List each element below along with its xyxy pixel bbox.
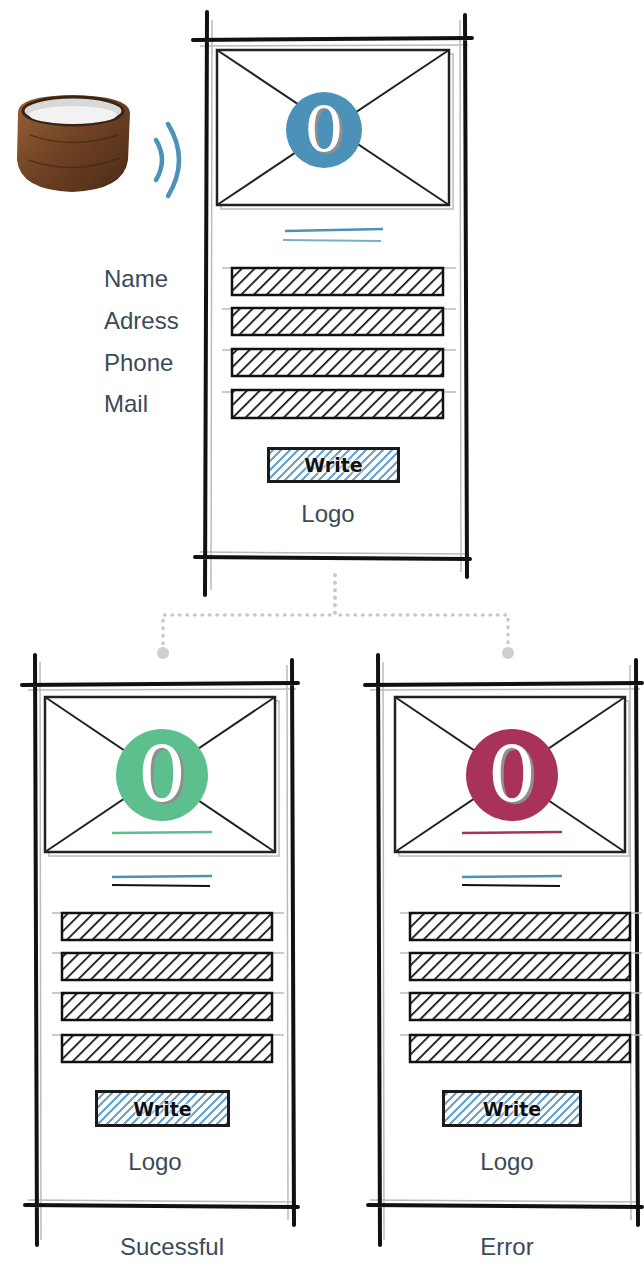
image-cross [395, 697, 625, 852]
image-cross [217, 50, 449, 205]
write-button: Write [267, 447, 400, 483]
field-label: Name [104, 265, 168, 293]
sketch-guide [28, 662, 296, 1240]
input-field [410, 953, 630, 980]
button-label: Write [133, 1098, 191, 1120]
field-label: Adress [104, 307, 179, 335]
logo-text: Logo [457, 1148, 557, 1176]
flow-connector [335, 575, 514, 659]
connector-dot [157, 647, 169, 659]
title-line [285, 229, 383, 231]
sketch-guide [52, 913, 284, 1035]
sketch-guide [400, 913, 642, 1035]
flow-connector [157, 575, 335, 659]
state-caption: Sucessful [92, 1233, 252, 1261]
button-label: Write [304, 454, 362, 476]
input-field [62, 953, 272, 980]
write-button: Write [95, 1090, 230, 1127]
input-field [62, 1035, 272, 1062]
status-line [462, 832, 562, 833]
phone-screen: Logo 0Write [200, 15, 470, 575]
image-placeholder [395, 697, 625, 852]
input-field [232, 390, 443, 418]
ring-inside-light [29, 106, 117, 124]
subtitle-line [112, 885, 210, 886]
field-label: Mail [104, 390, 148, 418]
ring-inside [23, 97, 123, 125]
image-placeholder [45, 697, 275, 852]
input-field [232, 349, 443, 376]
input-field [62, 913, 272, 940]
input-field [410, 913, 630, 940]
subtitle-line [462, 885, 560, 886]
logo-text: Logo [105, 1148, 205, 1176]
image-cross [45, 697, 275, 852]
logo-text: Logo [278, 500, 378, 528]
input-field [410, 993, 630, 1020]
status-circle: 0 [116, 729, 208, 821]
wood-grain [28, 135, 120, 168]
nfc-waves [156, 124, 179, 196]
write-button: Write [442, 1090, 582, 1127]
field-label: Phone [104, 349, 173, 377]
dotted-line [335, 575, 508, 655]
phone-screen: LogoSucessful0Write [28, 655, 298, 1215]
sketch-guide [370, 662, 640, 1240]
phone-frame [22, 655, 298, 1245]
image-placeholder [217, 50, 449, 205]
input-field [232, 268, 443, 295]
connector-dot [502, 647, 514, 659]
input-field [62, 993, 272, 1020]
phone-frame [365, 655, 642, 1245]
input-field [232, 308, 443, 335]
subtitle-line [283, 240, 381, 241]
sketch-guide [200, 20, 468, 590]
title-line [462, 876, 562, 877]
circle-digit: 0 [488, 737, 536, 813]
circle-digit: 0 [304, 99, 343, 161]
input-field [410, 1035, 630, 1062]
dotted-line [163, 575, 335, 655]
circle-digit: 0 [138, 737, 186, 813]
button-label: Write [483, 1098, 541, 1120]
phone-screen: LogoError0Write [372, 655, 644, 1215]
sketch-guide [222, 268, 456, 392]
title-line [112, 876, 212, 877]
status-circle: 0 [286, 92, 362, 168]
status-line [112, 832, 212, 833]
ring-body [17, 95, 130, 192]
phone-frame [193, 12, 472, 595]
status-circle: 0 [466, 729, 558, 821]
state-caption: Error [427, 1233, 587, 1261]
